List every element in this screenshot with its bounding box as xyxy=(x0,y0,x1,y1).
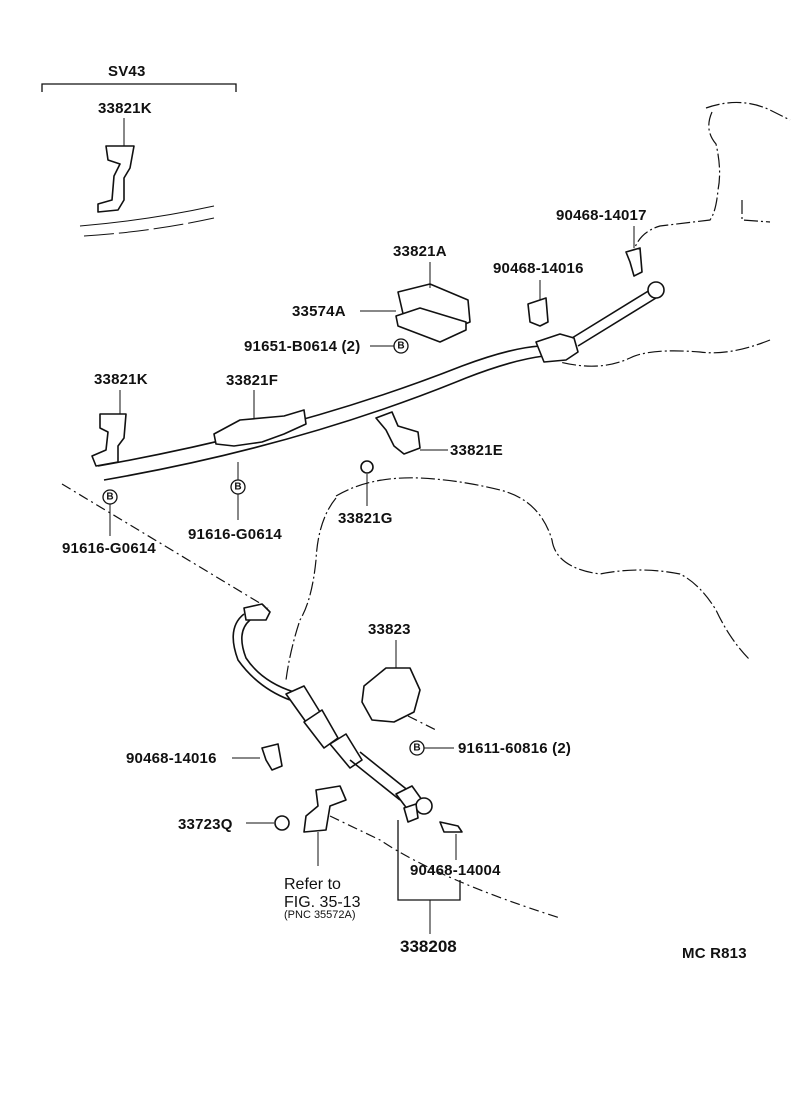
part-91651-label: 91651-B0614 (2) xyxy=(244,338,360,355)
clip-90468-14017 xyxy=(625,247,643,277)
bolt-letter-91611: B xyxy=(413,743,420,754)
sv43-cable-upper xyxy=(79,205,215,227)
part-33821A-label: 33821A xyxy=(393,243,447,260)
bolt-symbol-91651 xyxy=(393,338,409,354)
figure-code: MC R813 xyxy=(682,945,747,962)
part-33823-label: 33823 xyxy=(368,621,411,638)
clip-33821K-top xyxy=(97,145,135,213)
bolt-letter-91616-left: B xyxy=(106,492,113,503)
cable-continuation-dashed xyxy=(61,483,269,609)
cable-nut-lower xyxy=(329,733,363,769)
part-91616-left-label: 91616-G0614 xyxy=(62,540,156,557)
part-90468-14016-bottom-label: 90468-14016 xyxy=(126,750,217,767)
nut-33723Q xyxy=(274,815,290,831)
shift-cable-lower-a xyxy=(232,613,291,701)
part-91611-label: 91611-60816 (2) xyxy=(458,740,571,757)
part-33574A-label: 33574A xyxy=(292,303,346,320)
reference-line1: Refer to xyxy=(284,876,341,893)
variant-label: SV43 xyxy=(108,63,146,80)
bolt-letter-91616-mid: B xyxy=(234,482,241,493)
bolt-letter-91651: B xyxy=(397,341,404,352)
pin-90468-14004 xyxy=(439,821,463,833)
cable-rod-lower-b xyxy=(359,751,411,793)
cable-rod-upper-a xyxy=(571,289,651,339)
part-33821F-label: 33821F xyxy=(226,372,278,389)
clip-33821K-mid xyxy=(91,413,127,467)
cable-eye-upper xyxy=(647,281,665,299)
transmission-outline-upper xyxy=(633,101,791,251)
reference-line2: FIG. 35-13 xyxy=(284,894,361,911)
bracket-35572A-reference xyxy=(303,785,347,833)
sv43-bracket-line xyxy=(41,83,237,92)
cable-eye-lower xyxy=(415,797,433,815)
bracket-33821E xyxy=(375,411,421,455)
part-33821K-top-label: 33821K xyxy=(98,100,152,117)
part-33821K-mid-label: 33821K xyxy=(94,371,148,388)
cable-rod-upper-b xyxy=(577,297,657,347)
part-90468-14017-label: 90468-14017 xyxy=(556,207,647,224)
transmission-outline-mid xyxy=(335,477,751,661)
sv43-inset: SV43 33821K xyxy=(41,63,237,237)
part-90468-14004-label: 90468-14004 xyxy=(410,862,501,879)
cable-sleeve-lower xyxy=(303,709,339,749)
part-33821E-label: 33821E xyxy=(450,442,503,459)
gasket-33574A xyxy=(395,307,467,343)
cable-continuation-lower-dashed xyxy=(329,815,561,919)
part-33820B-label: 338208 xyxy=(400,937,457,956)
bracket-33821F xyxy=(213,409,307,447)
cable-end-lower-top xyxy=(243,603,271,621)
shift-cable-upper-b xyxy=(103,355,545,481)
shift-cable-lower-b xyxy=(241,619,295,693)
cable-rod-lower-a xyxy=(349,759,401,801)
reference-line3: (PNC 35572A) xyxy=(284,909,356,921)
clip-90468-14016-top xyxy=(527,297,549,327)
bushing-33821G xyxy=(360,460,374,474)
leader-33823-bolt-dashed xyxy=(407,715,437,731)
transmission-outline-right xyxy=(559,200,771,367)
clip-90468-14016-bottom xyxy=(261,743,283,771)
bracket-33823 xyxy=(361,667,421,723)
cable-end-fitting-upper xyxy=(535,333,579,363)
shift-cable-upper-a xyxy=(97,345,541,467)
sv43-cable-lower xyxy=(83,217,215,237)
leader-33820B-bracket xyxy=(397,820,461,901)
transmission-outline-left xyxy=(285,497,337,681)
part-33821G-label: 33821G xyxy=(338,510,393,527)
part-91616-mid-label: 91616-G0614 xyxy=(188,526,282,543)
part-90468-14016-top-label: 90468-14016 xyxy=(493,260,584,277)
part-33723Q-label: 33723Q xyxy=(178,816,233,833)
cable-pin-lower xyxy=(403,803,419,823)
